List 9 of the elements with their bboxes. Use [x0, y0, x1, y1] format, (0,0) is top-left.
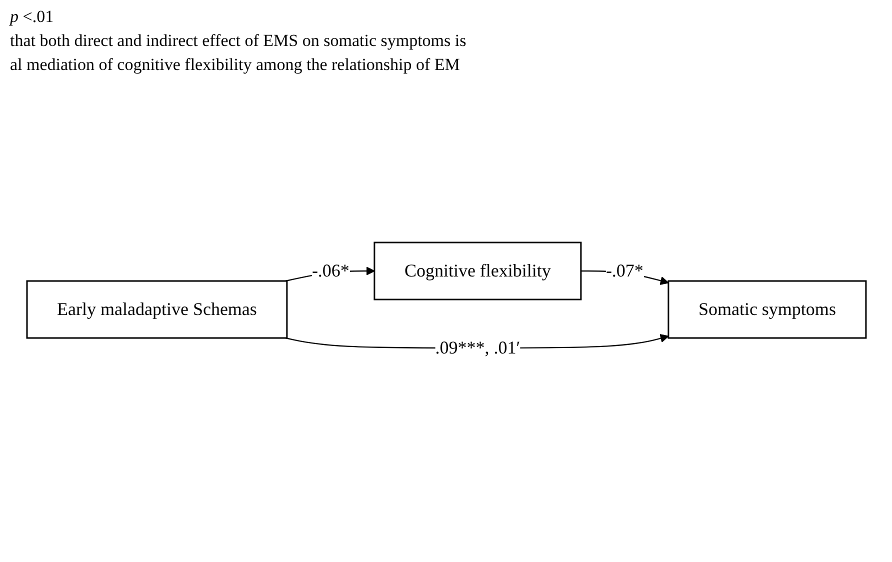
- node-box: Cognitive flexibility: [373, 242, 582, 301]
- node-box: Early maladaptive Schemas: [26, 280, 288, 340]
- note-text: that both direct and indirect effect of EMS on somatic symptoms is: [10, 30, 468, 52]
- node-box: Somatic symptoms: [667, 280, 866, 340]
- edge-label: .09***, .01′: [434, 338, 520, 358]
- note-text: p <.01: [10, 6, 55, 28]
- note-text: al mediation of cognitive flexibility among the relationship of EM: [10, 54, 461, 76]
- edge-label: -.07*: [605, 260, 643, 281]
- edge-label: -.06*: [311, 260, 349, 281]
